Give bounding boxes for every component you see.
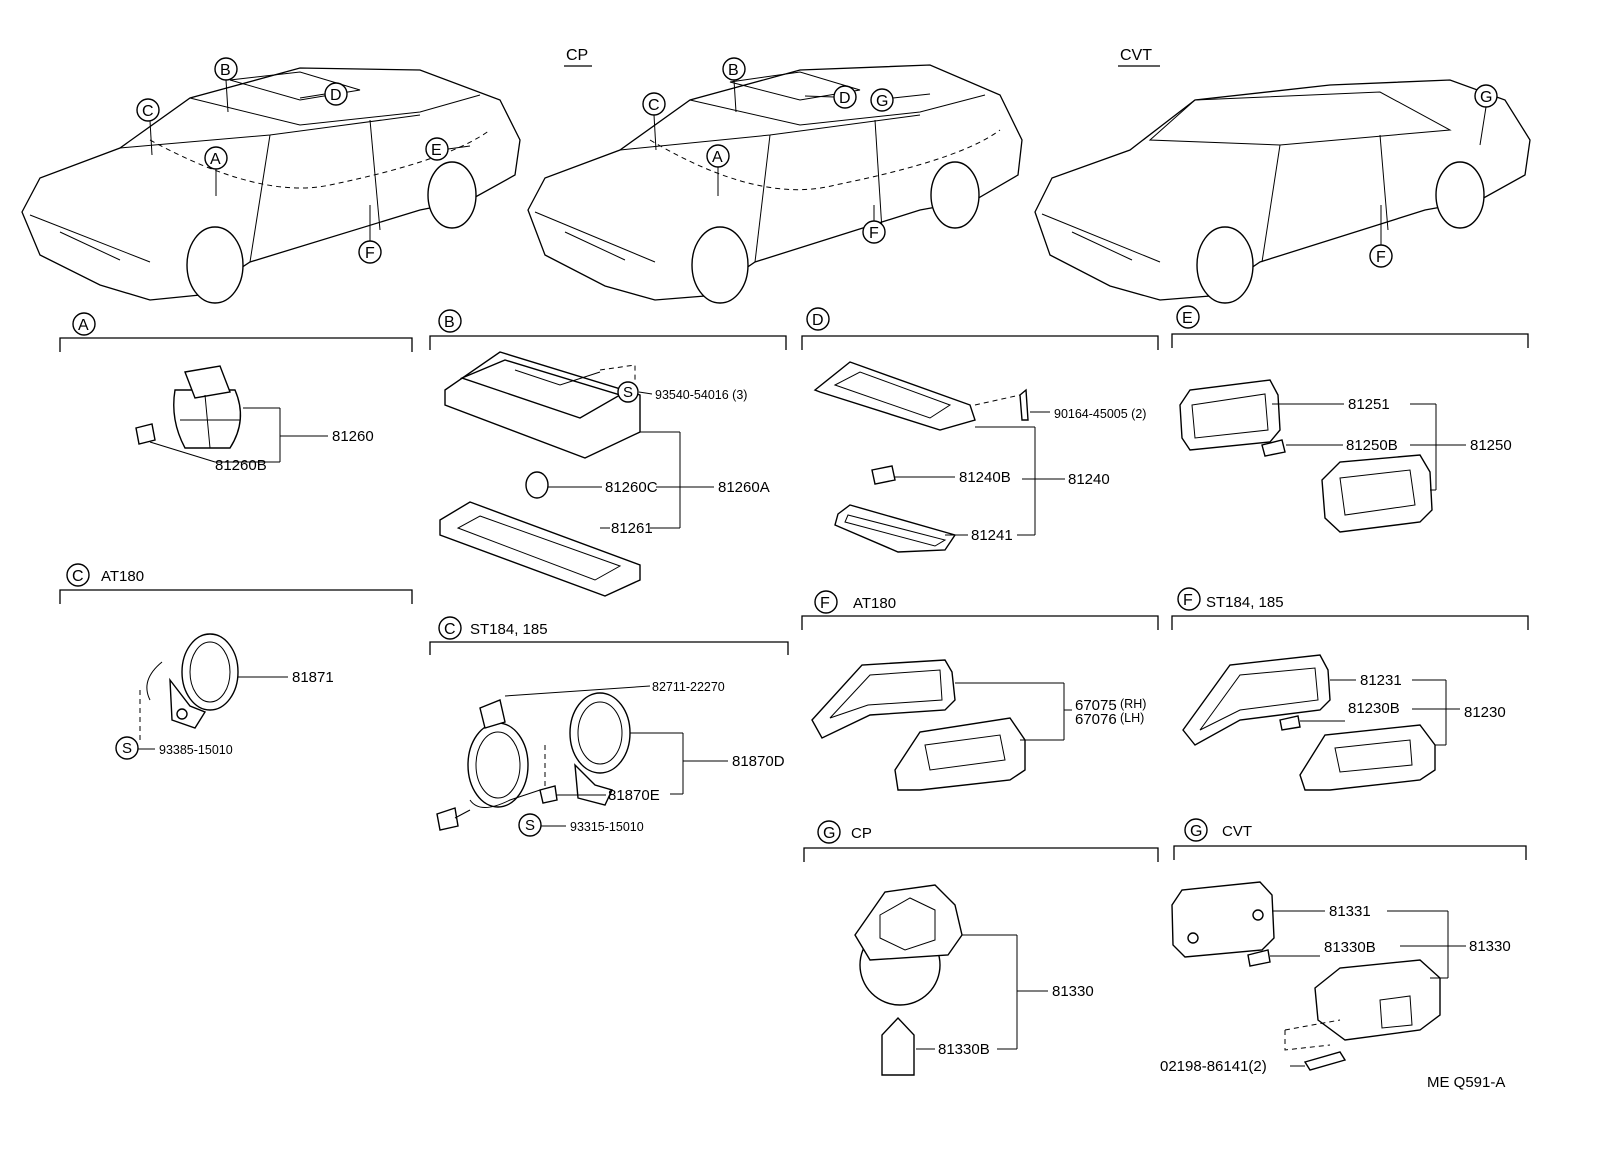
callout-f-1: F	[358, 205, 382, 264]
callout-letter: D	[330, 87, 342, 104]
callout-letter: B	[220, 62, 231, 79]
section-letter: G	[823, 825, 835, 842]
section-g-cvt: G CVT 81331 81330B 81330 02198-86141(2)	[1160, 818, 1527, 1075]
callout-c-1: C	[136, 98, 160, 156]
callout-letter: A	[712, 149, 723, 166]
callout-letter: F	[869, 225, 879, 242]
section-c-at180: C AT180 81871 S 93385-15010	[59, 563, 413, 760]
part-number: 93540-54016 (3)	[655, 388, 747, 402]
callout-d-1: D	[299, 82, 348, 106]
callout-b-1: B	[214, 57, 238, 113]
callout-e-1: E	[425, 137, 471, 161]
part-number: 81261	[611, 520, 653, 537]
section-model: AT180	[101, 568, 144, 585]
callout-g-3: G	[1474, 84, 1498, 146]
part-number: 81330B	[938, 1041, 990, 1058]
car-view-liftback	[21, 67, 521, 304]
callout-d-2: D	[804, 85, 857, 109]
part-number: 81260A	[718, 479, 770, 496]
part-number: 81870E	[608, 787, 660, 804]
callout-c-2: C	[642, 92, 666, 151]
section-g-cp: G CP 81330 81330B	[803, 820, 1159, 1076]
part-number: 81260B	[215, 457, 267, 474]
car-view-cvt	[1034, 79, 1531, 304]
part-number: 81240	[1068, 471, 1110, 488]
section-letter: C	[444, 621, 456, 638]
part-number: 81230B	[1348, 700, 1400, 717]
part-number: 81260	[332, 428, 374, 445]
section-letter: D	[812, 312, 824, 329]
part-number: 81331	[1329, 903, 1371, 920]
car-callouts: B C D A E F B C D G A F G F	[136, 57, 1498, 268]
section-letter: C	[72, 568, 84, 585]
callout-letter: B	[728, 62, 739, 79]
part-number: 90164-45005 (2)	[1054, 407, 1146, 421]
cvt-view-label: CVT	[1120, 47, 1152, 64]
section-e: E 81251 81250B 81250	[1171, 305, 1529, 533]
section-f-st184: F ST184, 185 81231 81230B 81230	[1171, 587, 1529, 791]
part-number: 81250B	[1346, 437, 1398, 454]
car-view-cp	[527, 64, 1023, 304]
part-number: 81251	[1348, 396, 1390, 413]
callout-letter: G	[876, 93, 888, 110]
callout-b-2: B	[722, 57, 746, 113]
screw-tag: S	[122, 740, 132, 757]
section-b: B S 93540-54016 (3) 81260C 81261 81260A	[429, 309, 787, 597]
part-number: 81330	[1052, 983, 1094, 1000]
part-number: 81330B	[1324, 939, 1376, 956]
screw-tag: S	[525, 817, 535, 834]
callout-g-2: G	[870, 88, 931, 112]
side-label: (LH)	[1120, 711, 1144, 725]
side-label: (RH)	[1120, 697, 1146, 711]
callout-letter: C	[142, 103, 154, 120]
callout-letter: G	[1480, 89, 1492, 106]
section-model: CP	[851, 825, 872, 842]
section-letter: F	[1183, 592, 1193, 609]
part-number: 81870D	[732, 753, 785, 770]
section-model: ST184, 185	[470, 621, 548, 638]
section-letter: E	[1182, 310, 1193, 327]
callout-f-2: F	[862, 205, 886, 244]
callout-letter: D	[839, 90, 851, 107]
callout-a-2: A	[706, 144, 730, 196]
cp-view-label: CP	[566, 47, 588, 64]
callout-letter: F	[365, 245, 375, 262]
section-model: CVT	[1222, 823, 1252, 840]
part-number: 02198-86141(2)	[1160, 1058, 1267, 1075]
callout-a-1: A	[204, 146, 228, 196]
part-number: 81260C	[605, 479, 658, 496]
callout-letter: C	[648, 97, 660, 114]
part-number: 81230	[1464, 704, 1506, 721]
part-number: 81240B	[959, 469, 1011, 486]
callout-letter: A	[210, 151, 221, 168]
part-number: 67076	[1075, 711, 1117, 728]
section-letter: G	[1190, 823, 1202, 840]
part-number: 81250	[1470, 437, 1512, 454]
figure-code: ME Q591-A	[1427, 1074, 1505, 1091]
part-number: 81231	[1360, 672, 1402, 689]
section-letter: A	[78, 317, 89, 334]
part-number: 81241	[971, 527, 1013, 544]
section-letter: F	[820, 595, 830, 612]
section-model: AT180	[853, 595, 896, 612]
section-d: D 90164-45005 (2) 81240B 81240 81241	[801, 307, 1159, 553]
part-number: 93385-15010	[159, 743, 233, 757]
callout-f-3: F	[1369, 205, 1393, 268]
section-a: A 81260 81260B	[59, 312, 413, 474]
section-f-at180: F AT180 67075 (RH) 67076 (LH)	[801, 590, 1159, 791]
section-letter: B	[444, 314, 455, 331]
part-number: 81330	[1469, 938, 1511, 955]
callout-letter: F	[1376, 249, 1386, 266]
part-number: 67075	[1075, 697, 1117, 714]
callout-letter: E	[431, 142, 442, 159]
part-number: 93315-15010	[570, 820, 644, 834]
screw-tag: S	[623, 384, 633, 401]
section-model: ST184, 185	[1206, 594, 1284, 611]
section-c-st184: C ST184, 185 82711-22270 81870D 81870E S…	[429, 616, 789, 837]
part-number: 82711-22270	[652, 680, 725, 694]
part-number: 81871	[292, 669, 334, 686]
